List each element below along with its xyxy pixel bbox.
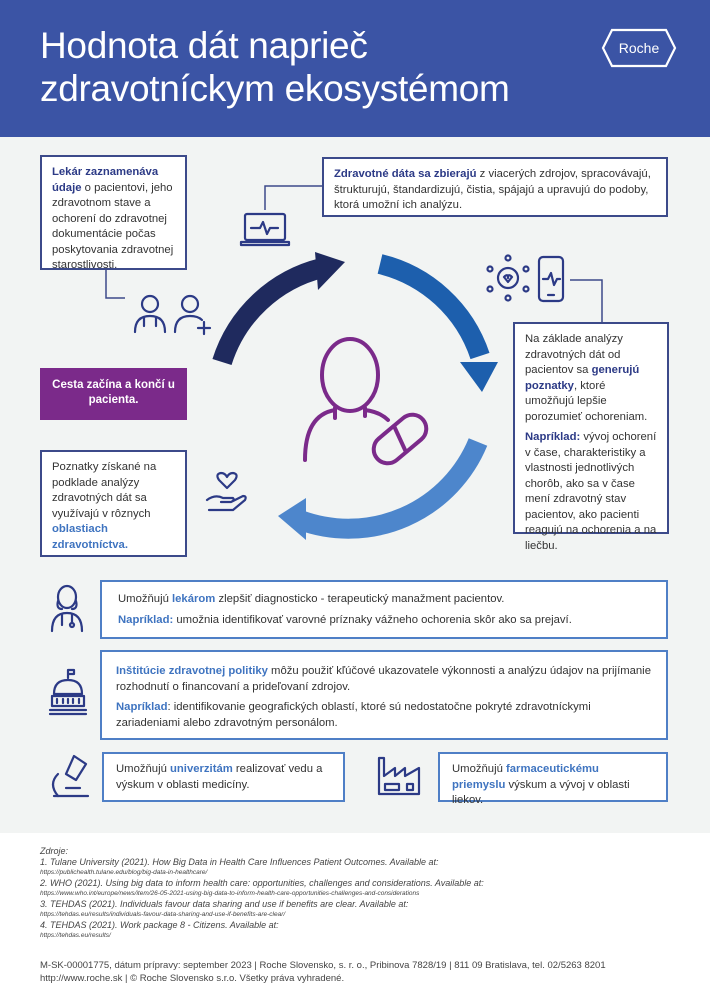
sources: Zdroje: 1. Tulane University (2021). How… [40, 846, 484, 941]
text: o pacientovi, jeho zdravotnom stave a oc… [52, 181, 174, 272]
source-link[interactable]: https://tehdas.eu/results/ [40, 932, 111, 939]
text: môžu použiť kľúčové ukazovatele výkonnos… [116, 665, 651, 693]
title-line-1: Hodnota dát naprieč [40, 25, 368, 66]
highlight: oblastiach zdravotníctva. [52, 523, 128, 551]
highlight: univerzitám [170, 763, 233, 775]
svg-text:Roche: Roche [619, 40, 660, 56]
highlight: Zdravotné dáta sa zbierajú [334, 168, 477, 180]
roche-logo: Roche [601, 28, 677, 68]
insights-box: Na základe analýzy zdravotných dát od pa… [513, 322, 669, 552]
government-building-icon [48, 668, 88, 716]
footer-line-2: http://www.roche.sk | © Roche Slovensko … [40, 973, 345, 984]
source-item: 4. TEHDAS (2021). Work package 8 - Citiz… [40, 920, 279, 930]
example-label: Napríklad: [118, 613, 174, 626]
connector-doctor [105, 270, 125, 299]
usage-box: Poznatky získané na podklade analýzy zdr… [40, 450, 187, 557]
title-line-2: zdravotníckym ekosystémom [40, 68, 510, 109]
highlight: Lekár zaznamenáva údaje [52, 166, 159, 194]
text: Umožňujú [452, 763, 506, 775]
data-collection-box: Zdravotné dáta sa zbierajú z viacerých z… [322, 157, 668, 217]
text: Na základe analýzy zdravotných dát od pa… [525, 333, 623, 376]
nurse-icon [173, 294, 212, 336]
source-item: 1. Tulane University (2021). How Big Dat… [40, 857, 439, 867]
example: Napríklad: identifikovanie geografických… [116, 700, 652, 731]
source-item: 3. TEHDAS (2021). Individuals favour dat… [40, 899, 409, 909]
use-pharma-box: Umožňujú farmaceutickému priemyslu výsku… [438, 752, 668, 806]
use-universities-box: Umožňujú univerzitám realizovať vedu a v… [102, 752, 345, 802]
text: Poznatky získané na podklade analýzy zdr… [52, 461, 157, 520]
connector-data [264, 185, 322, 210]
highlight: generujú poznatky [525, 364, 640, 392]
example: Napríklad: umožnia identifikovať varovné… [118, 613, 650, 629]
microscope-icon [51, 754, 90, 798]
arrow-collect [377, 254, 490, 360]
source-link[interactable]: https://publichealth.tulane.edu/blog/big… [40, 869, 208, 876]
text: Umožňujú [116, 763, 170, 775]
text: zlepšiť diagnosticko - terapeutický mana… [215, 593, 505, 605]
laptop-ecg-icon [239, 212, 291, 247]
text: realizovať vedu a výskum v oblasti medic… [116, 763, 323, 791]
network-heart-icon [486, 254, 530, 302]
arrow-record [212, 258, 325, 366]
example: Napríklad: vývoj ochorení v čase, charak… [525, 430, 657, 554]
example-text: umožnia identifikovať varovné príznaky v… [173, 613, 572, 626]
highlight: farmaceutickému priemyslu [452, 763, 599, 791]
example-label: Napríklad: [525, 431, 581, 443]
text: , ktoré umožňujú lepšie porozumieť ochor… [525, 379, 648, 423]
factory-icon [377, 756, 421, 796]
text: výskum a vývoj v oblasti liekov. [452, 778, 630, 807]
pill-icon [371, 412, 429, 466]
phone-ecg-icon [537, 255, 565, 303]
source-link[interactable]: https://www.who.int/europe/news/item/26-… [40, 890, 420, 897]
patient-icon [303, 337, 390, 462]
use-doctors-box: Umožňujú lekárom zlepšiť diagnosticko - … [100, 580, 668, 639]
female-doctor-icon [50, 584, 84, 633]
arrow-insights-head [278, 498, 306, 540]
footer-line-1: M-SK-00001775, dátum prípravy: september… [40, 960, 606, 971]
highlight: Inštitúcie zdravotnej politiky [116, 665, 268, 677]
arrow-record-head [315, 252, 345, 290]
highlight: lekárom [172, 593, 216, 605]
arrow-insights [296, 438, 488, 539]
doctor-icon [133, 294, 167, 334]
text: Umožňujú [118, 593, 172, 605]
use-policy-box: Inštitúcie zdravotnej politiky môžu použ… [100, 650, 668, 740]
heart-hand-icon [205, 471, 247, 512]
example-label: Napríklad [116, 701, 168, 713]
source-item: 2. WHO (2021). Using big data to inform … [40, 878, 484, 888]
text: z viacerých zdrojov, spracovávajú, štruk… [334, 168, 651, 211]
connector-insights [570, 279, 603, 322]
example-text: : identifikovanie geografických oblastí,… [116, 701, 591, 729]
arrow-collect-head [460, 362, 498, 392]
source-link[interactable]: https://tehdas.eu/results/individuals-fa… [40, 911, 286, 918]
doctor-records-box: Lekár zaznamenáva údaje o pacientovi, je… [40, 155, 187, 272]
example-text: vývoj ochorení v čase, charakteristiky a… [525, 431, 657, 552]
sources-label: Zdroje: [40, 846, 69, 856]
journey-label: Cesta začína a končí u pacienta. [40, 368, 187, 420]
